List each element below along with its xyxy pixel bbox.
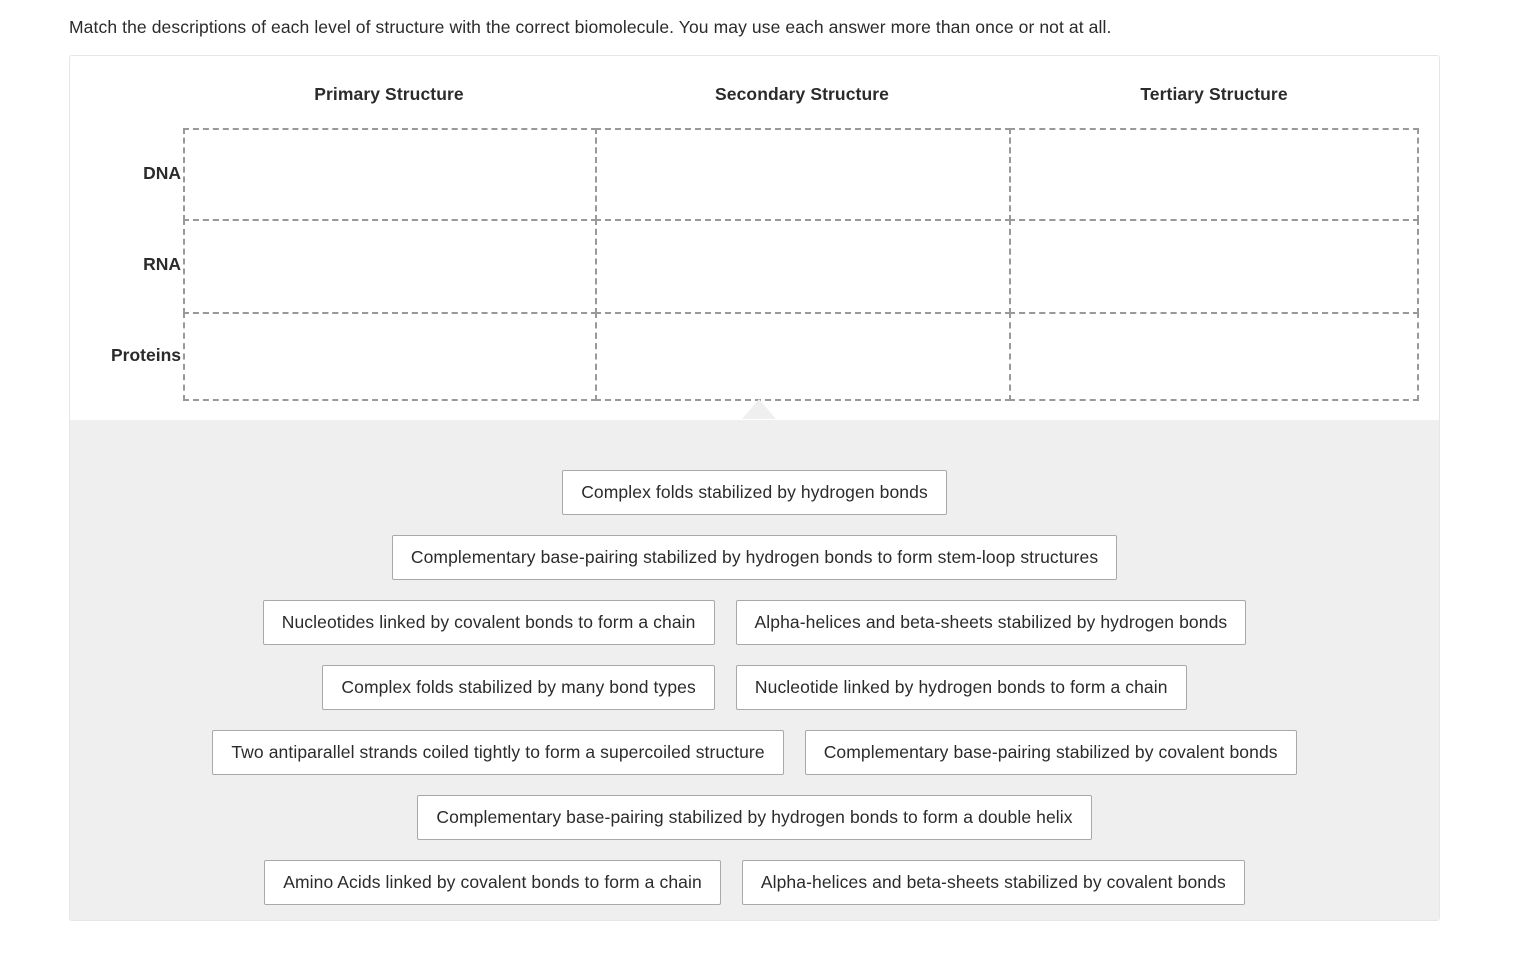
matrix-column-headers: Primary Structure Secondary Structure Te… xyxy=(183,84,1419,112)
matrix-row-labels: DNA RNA Proteins xyxy=(70,128,183,401)
answer-tile[interactable]: Complex folds stabilized by hydrogen bon… xyxy=(562,470,947,515)
answer-bank-pointer-icon xyxy=(742,399,776,419)
column-header-primary-structure: Primary Structure xyxy=(314,84,464,104)
dropzone-proteins-primary[interactable] xyxy=(183,312,597,401)
answer-bank-row-6: Complementary base-pairing stabilized by… xyxy=(70,795,1439,840)
question-prompt: Match the descriptions of each level of … xyxy=(69,17,1112,37)
matching-question-card: Primary Structure Secondary Structure Te… xyxy=(69,55,1440,921)
answer-tile[interactable]: Complex folds stabilized by many bond ty… xyxy=(322,665,715,710)
answer-bank-row-3: Nucleotides linked by covalent bonds to … xyxy=(70,600,1439,645)
answer-bank-row-1: Complex folds stabilized by hydrogen bon… xyxy=(70,470,1439,515)
answer-bank-row-4: Complex folds stabilized by many bond ty… xyxy=(70,665,1439,710)
column-header-secondary-structure: Secondary Structure xyxy=(714,84,890,104)
dropzone-dna-tertiary[interactable] xyxy=(1009,128,1419,221)
dropzone-proteins-tertiary[interactable] xyxy=(1009,312,1419,401)
answer-tile[interactable]: Alpha-helices and beta-sheets stabilized… xyxy=(735,600,1247,645)
dropzone-rna-secondary[interactable] xyxy=(595,219,1011,314)
answer-tile[interactable]: Nucleotides linked by covalent bonds to … xyxy=(262,600,715,645)
matrix-dropzone-grid xyxy=(183,128,1419,401)
dropzone-dna-primary[interactable] xyxy=(183,128,597,221)
answer-tile[interactable]: Complementary base-pairing stabilized by… xyxy=(391,535,1118,580)
column-header-tertiary-structure: Tertiary Structure xyxy=(1140,84,1288,104)
answer-tile[interactable]: Amino Acids linked by covalent bonds to … xyxy=(264,860,721,905)
answer-bank-row-2: Complementary base-pairing stabilized by… xyxy=(70,535,1439,580)
dropzone-proteins-secondary[interactable] xyxy=(595,312,1011,401)
answer-tile[interactable]: Complementary base-pairing stabilized by… xyxy=(417,795,1092,840)
answer-bank-row-7: Amino Acids linked by covalent bonds to … xyxy=(70,860,1439,905)
answer-bank: Complex folds stabilized by hydrogen bon… xyxy=(70,420,1439,920)
answer-tile[interactable]: Two antiparallel strands coiled tightly … xyxy=(212,730,784,775)
row-label-dna: DNA xyxy=(143,163,181,183)
answer-tile[interactable]: Nucleotide linked by hydrogen bonds to f… xyxy=(735,665,1187,710)
answer-tile[interactable]: Complementary base-pairing stabilized by… xyxy=(804,730,1297,775)
dropzone-rna-tertiary[interactable] xyxy=(1009,219,1419,314)
row-label-proteins: Proteins xyxy=(110,345,181,365)
matching-matrix: Primary Structure Secondary Structure Te… xyxy=(70,56,1439,420)
answer-tile[interactable]: Alpha-helices and beta-sheets stabilized… xyxy=(741,860,1245,905)
answer-bank-row-5: Two antiparallel strands coiled tightly … xyxy=(70,730,1439,775)
dropzone-dna-secondary[interactable] xyxy=(595,128,1011,221)
dropzone-rna-primary[interactable] xyxy=(183,219,597,314)
row-label-rna: RNA xyxy=(143,254,181,274)
